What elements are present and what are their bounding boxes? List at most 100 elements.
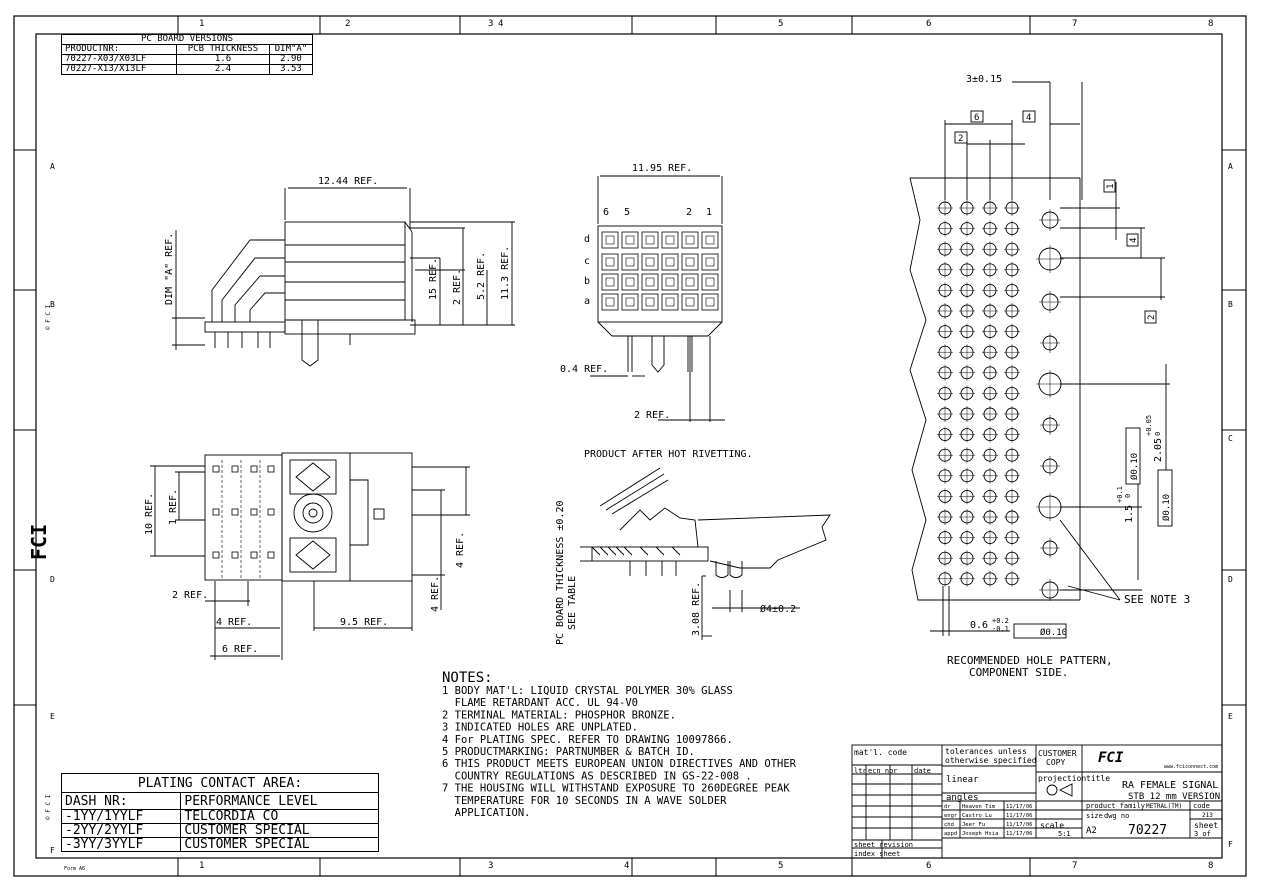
hole-pattern-boxes [954,110,1173,639]
bottom-dim-2a: 2 REF. [172,590,208,601]
hole-dim-06: 0.6 [970,620,988,631]
contact-opening [605,257,615,267]
note-line: COUNTRY REGULATIONS AS DESCRIBED IN GS-2… [442,770,752,782]
note-line: 1 BODY MAT'L: LIQUID CRYSTAL POLYMER 30%… [442,685,733,697]
zone-row-e-right: E [1228,712,1233,721]
plating-cell: CUSTOMER SPECIAL [180,823,379,838]
pin-square [250,551,258,559]
front-col-2: 2 [686,207,692,218]
contact-cell [641,273,659,291]
contact-opening [625,257,635,267]
pcb-versions-title: PC BOARD VERSIONS [61,34,313,45]
contact-opening [645,297,655,307]
hole-box-4: 4 [1026,113,1031,123]
pin-square [250,508,258,516]
zone-col-8-top: 8 [1208,19,1214,29]
front-dim-top: 11.95 REF. [632,163,692,174]
hole-grid [937,200,1064,601]
note-line: 5 PRODUCTMARKING: PARTNUMBER & BATCH ID. [442,746,695,758]
note-line: TEMPERATURE FOR 10 SECONDS IN A WAVE SOL… [442,795,727,807]
side-view [172,187,515,367]
pin-square [231,508,239,516]
contact-cell [701,293,719,311]
tb-scale: scale [1040,821,1064,830]
plating-title: PLATING CONTACT AREA: [61,773,379,793]
side-copyright-b: © F C I [45,794,52,820]
contact-cell [641,253,659,271]
contact-opening [705,297,715,307]
front-col-6: 6 [603,207,609,218]
plating-table: PLATING CONTACT AREA: DASH NR: PERFORMAN… [60,773,379,852]
hole-caption-2: COMPONENT SIDE. [969,666,1068,679]
contact-cell [661,273,679,291]
plating-cell: CUSTOMER SPECIAL [180,837,379,852]
sign-cell: Jeer Fu [962,822,985,828]
tb-matl-code: mat'l. code [854,748,907,757]
zone-col-5-bottom: 5 [778,861,784,871]
tb-dwg-no-val: 70227 [1128,823,1167,838]
pin-square [212,508,220,516]
contact-opening [605,235,615,245]
contact-cell [661,293,679,311]
pin-square [231,551,239,559]
hole-dim-205-tol2: 0 [1154,432,1162,436]
hole-tol-010b: Ø0.10 [1161,494,1172,521]
tb-product-family-val: METRAL(TM) [1146,803,1182,810]
front-row-d: d [584,234,590,245]
contact-cell [621,293,639,311]
pcb-header-thickness: PCB THICKNESS [176,44,270,55]
contact-cell [701,231,719,249]
zone-row-f-left: F [50,846,55,855]
zone-col-8-bottom: 8 [1208,861,1214,871]
tb-size: size [1086,812,1103,820]
contact-opening [625,235,635,245]
pcb-header-productnr: PRODUCTNR: [61,44,177,55]
contact-cell [621,273,639,291]
bottom-dim-4b: 4 REF. [455,532,466,568]
pin-square [212,551,220,559]
sign-cell: engr [944,813,958,819]
note-line: 7 THE HOUSING WILL WITHSTAND EXPOSURE TO… [442,783,790,795]
table-row: -3YY/3YYLF CUSTOMER SPECIAL [60,837,379,852]
zone-col-4-bottom: 4 [624,861,630,871]
notes-list: 1 BODY MAT'L: LIQUID CRYSTAL POLYMER 30%… [442,685,797,819]
tb-form: Form A6 [64,866,85,872]
contact-opening [645,277,655,287]
zone-col-6-top: 6 [926,19,932,29]
sign-cell: appd [944,831,957,837]
section-pcb-label: PC BOARD THICKNESS ±0.20 [555,501,566,646]
zone-col-1-bottom: 1 [199,861,205,871]
front-caption: PRODUCT AFTER HOT RIVETTING. [584,449,753,460]
front-col-1: 1 [706,207,712,218]
hole-box-1: 1 [1106,184,1116,189]
hole-dim-3: 3±0.15 [966,74,1002,85]
hole-caption-1: RECOMMENDED HOLE PATTERN, [947,654,1113,667]
front-dim-2: 2 REF. [634,410,670,421]
contact-cell [601,293,619,311]
hole-tol-010a: Ø0.10 [1129,453,1140,480]
tb-code: code [1193,802,1210,810]
contact-cell [681,293,699,311]
tb-tolerances: tolerances unless otherwise specified [945,747,1037,765]
tb-title-line2: STB 12 mm VERSION [1128,792,1220,802]
tb-rev-date: date [914,767,931,775]
contact-opening [665,257,675,267]
pcb-cell: 3.53 [269,64,313,75]
hole-box-6: 6 [974,113,979,123]
zone-col-2-top: 2 [345,19,351,29]
bottom-dim-4c: 4 REF. [430,576,441,612]
pcb-cell: 70227-X13/X13LF [61,64,177,75]
contact-cell [681,273,699,291]
contact-opening [625,297,635,307]
contact-opening [705,257,715,267]
bottom-dim-1: 1 REF. [168,489,179,525]
zone-col-1-top: 1 [199,19,205,29]
tb-scale-val: 5:1 [1058,830,1071,838]
hole-dim-15: 1.5 [1124,505,1135,523]
hole-tol-010c: Ø0.10 [1040,627,1067,638]
zone-col-7-bottom: 7 [1072,861,1078,871]
bottom-pin-grid [212,460,275,578]
section-see-table: SEE TABLE [567,576,578,630]
